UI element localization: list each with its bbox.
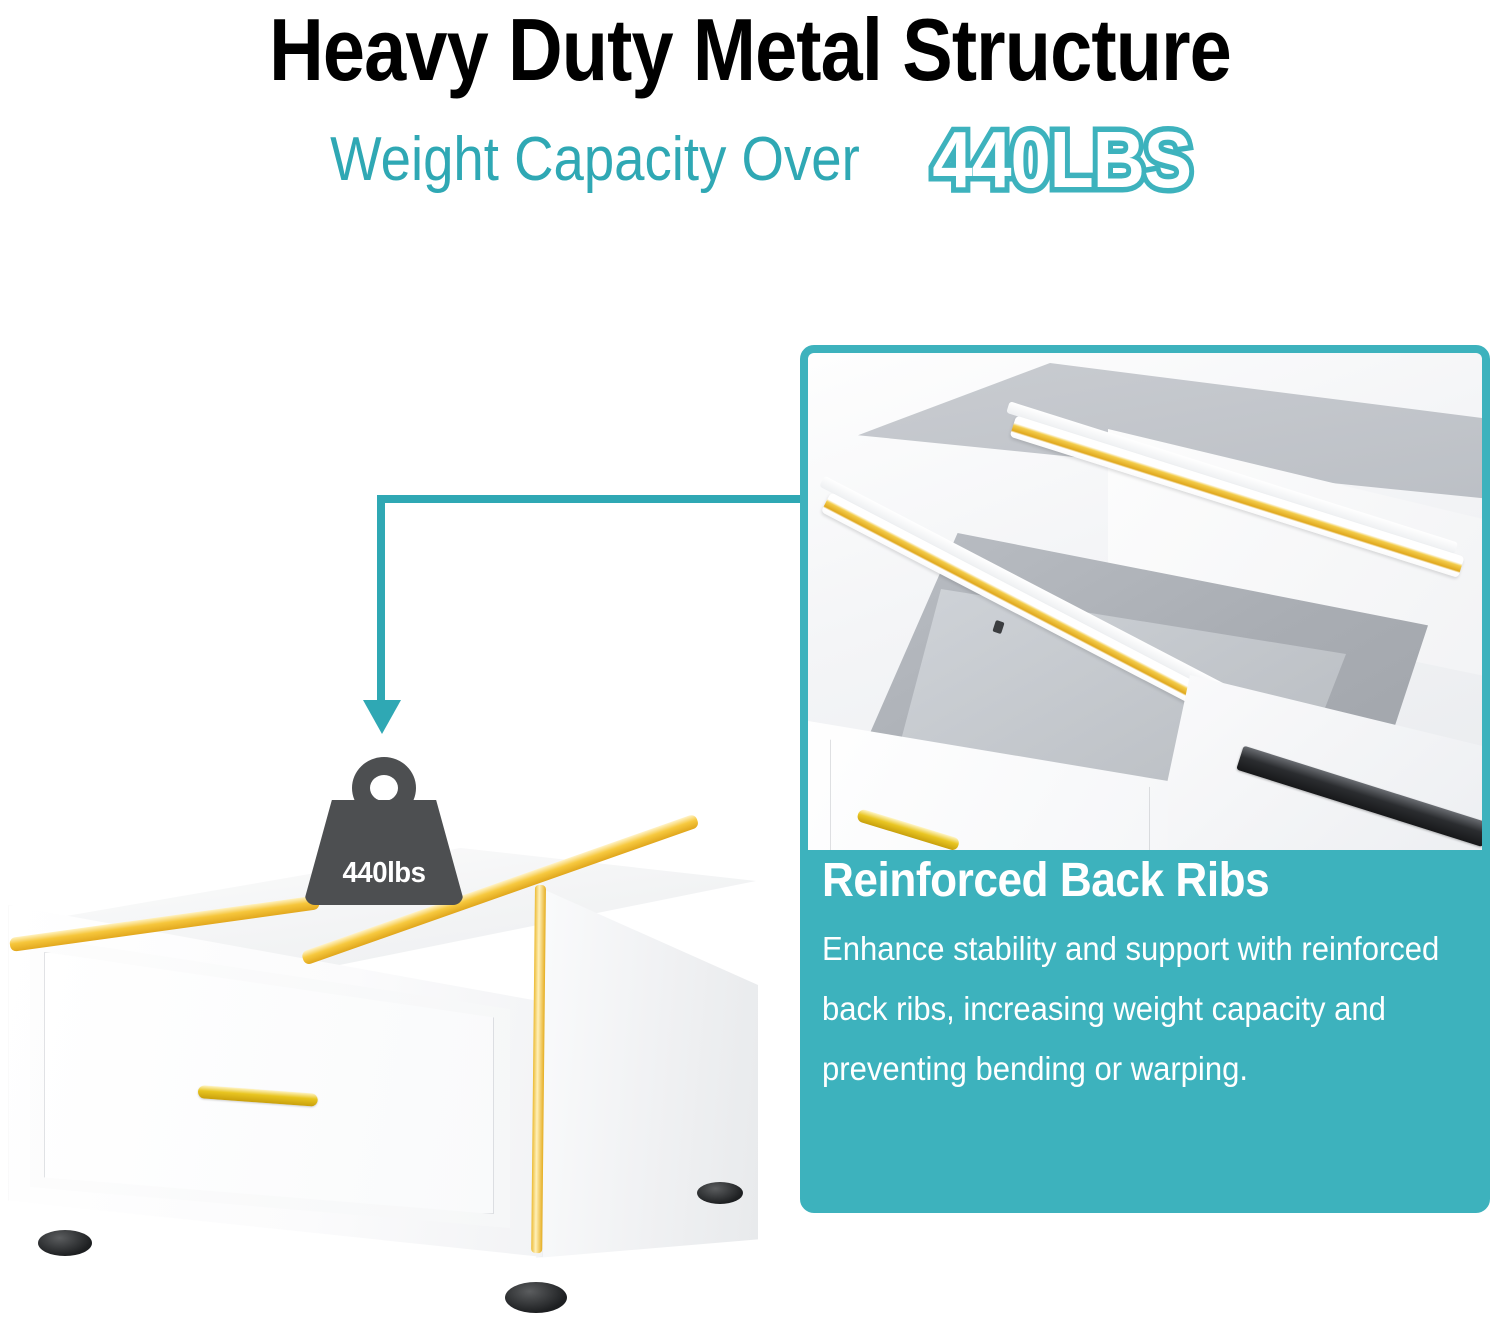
feature-photo — [808, 353, 1482, 850]
page-title: Heavy Duty Metal Structure — [269, 0, 1232, 99]
drawer-front-panel — [30, 936, 510, 1228]
callout-line-vertical — [377, 495, 385, 707]
weight-icon: 440lbs — [305, 757, 463, 905]
callout-arrow — [355, 495, 815, 745]
feature-description: Enhance stability and support with reinf… — [822, 929, 1440, 1087]
cabinet-foot — [38, 1230, 92, 1256]
weight-capacity-label: 440lbs — [342, 857, 426, 889]
feature-panel: Reinforced Back Ribs Enhance stability a… — [800, 345, 1490, 1213]
feature-heading: Reinforced Back Ribs — [822, 854, 1270, 907]
feature-text-block: Reinforced Back Ribs Enhance stability a… — [822, 855, 1470, 1099]
header: Heavy Duty Metal Structure Weight Capaci… — [0, 0, 1500, 230]
subtitle-row: Weight Capacity Over 440LBS — [0, 112, 1500, 207]
callout-line-horizontal — [377, 495, 815, 503]
product-illustration — [0, 700, 790, 1330]
subtitle-text: Weight Capacity Over — [330, 124, 861, 194]
arrow-down-icon — [363, 700, 401, 734]
weight-body-shape — [305, 800, 463, 905]
capacity-badge: 440LBS — [928, 112, 1198, 207]
cabinet-foot — [505, 1282, 567, 1313]
cabinet-foot — [697, 1182, 743, 1204]
